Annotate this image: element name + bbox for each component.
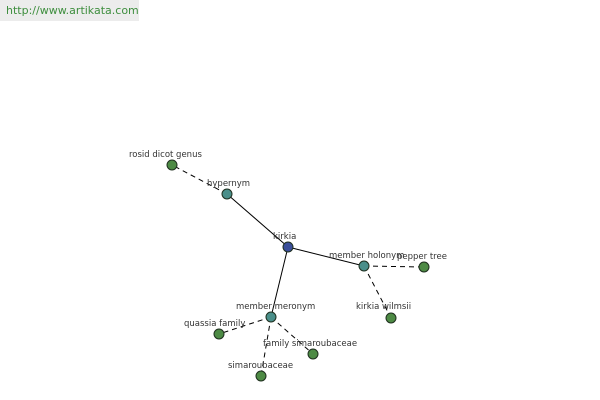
edge-member-meronym-to-simaroubaceae <box>260 316 272 377</box>
node-label-kirkia[interactable]: kirkia <box>273 232 296 242</box>
node-label-rosid[interactable]: rosid dicot genus <box>129 150 202 160</box>
edge-member-holonym-to-pepper-tree <box>363 265 425 268</box>
edge-kirkia-to-hypernym <box>226 193 289 248</box>
node-label-quassia-family[interactable]: quassia family <box>184 319 245 329</box>
node-label-family-simaroubaceae[interactable]: family simaroubaceae <box>263 339 357 349</box>
nodes-layer <box>166 159 430 382</box>
edge-member-meronym-to-quassia-family <box>218 316 272 335</box>
node-family-simaroubaceae[interactable] <box>307 348 319 360</box>
node-label-member-holonym[interactable]: member holonym <box>329 251 404 261</box>
node-hypernym[interactable] <box>221 188 233 200</box>
node-member-holonym[interactable] <box>358 260 370 272</box>
node-kirkia[interactable] <box>282 241 294 253</box>
node-label-simaroubaceae[interactable]: simaroubaceae <box>228 361 293 371</box>
node-rosid[interactable] <box>166 159 178 171</box>
labels-layer: kirkia hypernym rosid dicot genus member ho… <box>129 150 447 371</box>
edge-hypernym-to-rosid <box>171 164 228 195</box>
edge-member-holonym-to-kirkia-wilmsii <box>363 265 392 319</box>
node-label-hypernym[interactable]: hypernym <box>207 179 250 189</box>
node-label-kirkia-wilmsii[interactable]: kirkia wilmsii <box>356 302 411 312</box>
node-label-member-meronym[interactable]: member meronym <box>236 302 315 312</box>
edge-member-meronym-to-family-simaroubaceae <box>270 316 314 355</box>
node-kirkia-wilmsii[interactable] <box>385 312 397 324</box>
node-label-pepper-tree[interactable]: pepper tree <box>397 252 447 262</box>
edge-kirkia-to-member-holonym <box>287 246 365 267</box>
node-quassia-family[interactable] <box>213 328 225 340</box>
node-pepper-tree[interactable] <box>418 261 430 273</box>
node-simaroubaceae[interactable] <box>255 370 267 382</box>
edge-kirkia-to-member-meronym <box>270 246 289 318</box>
node-member-meronym[interactable] <box>265 311 277 323</box>
edges-layer <box>171 164 425 377</box>
source-url[interactable]: http://www.artikata.com <box>0 0 139 21</box>
